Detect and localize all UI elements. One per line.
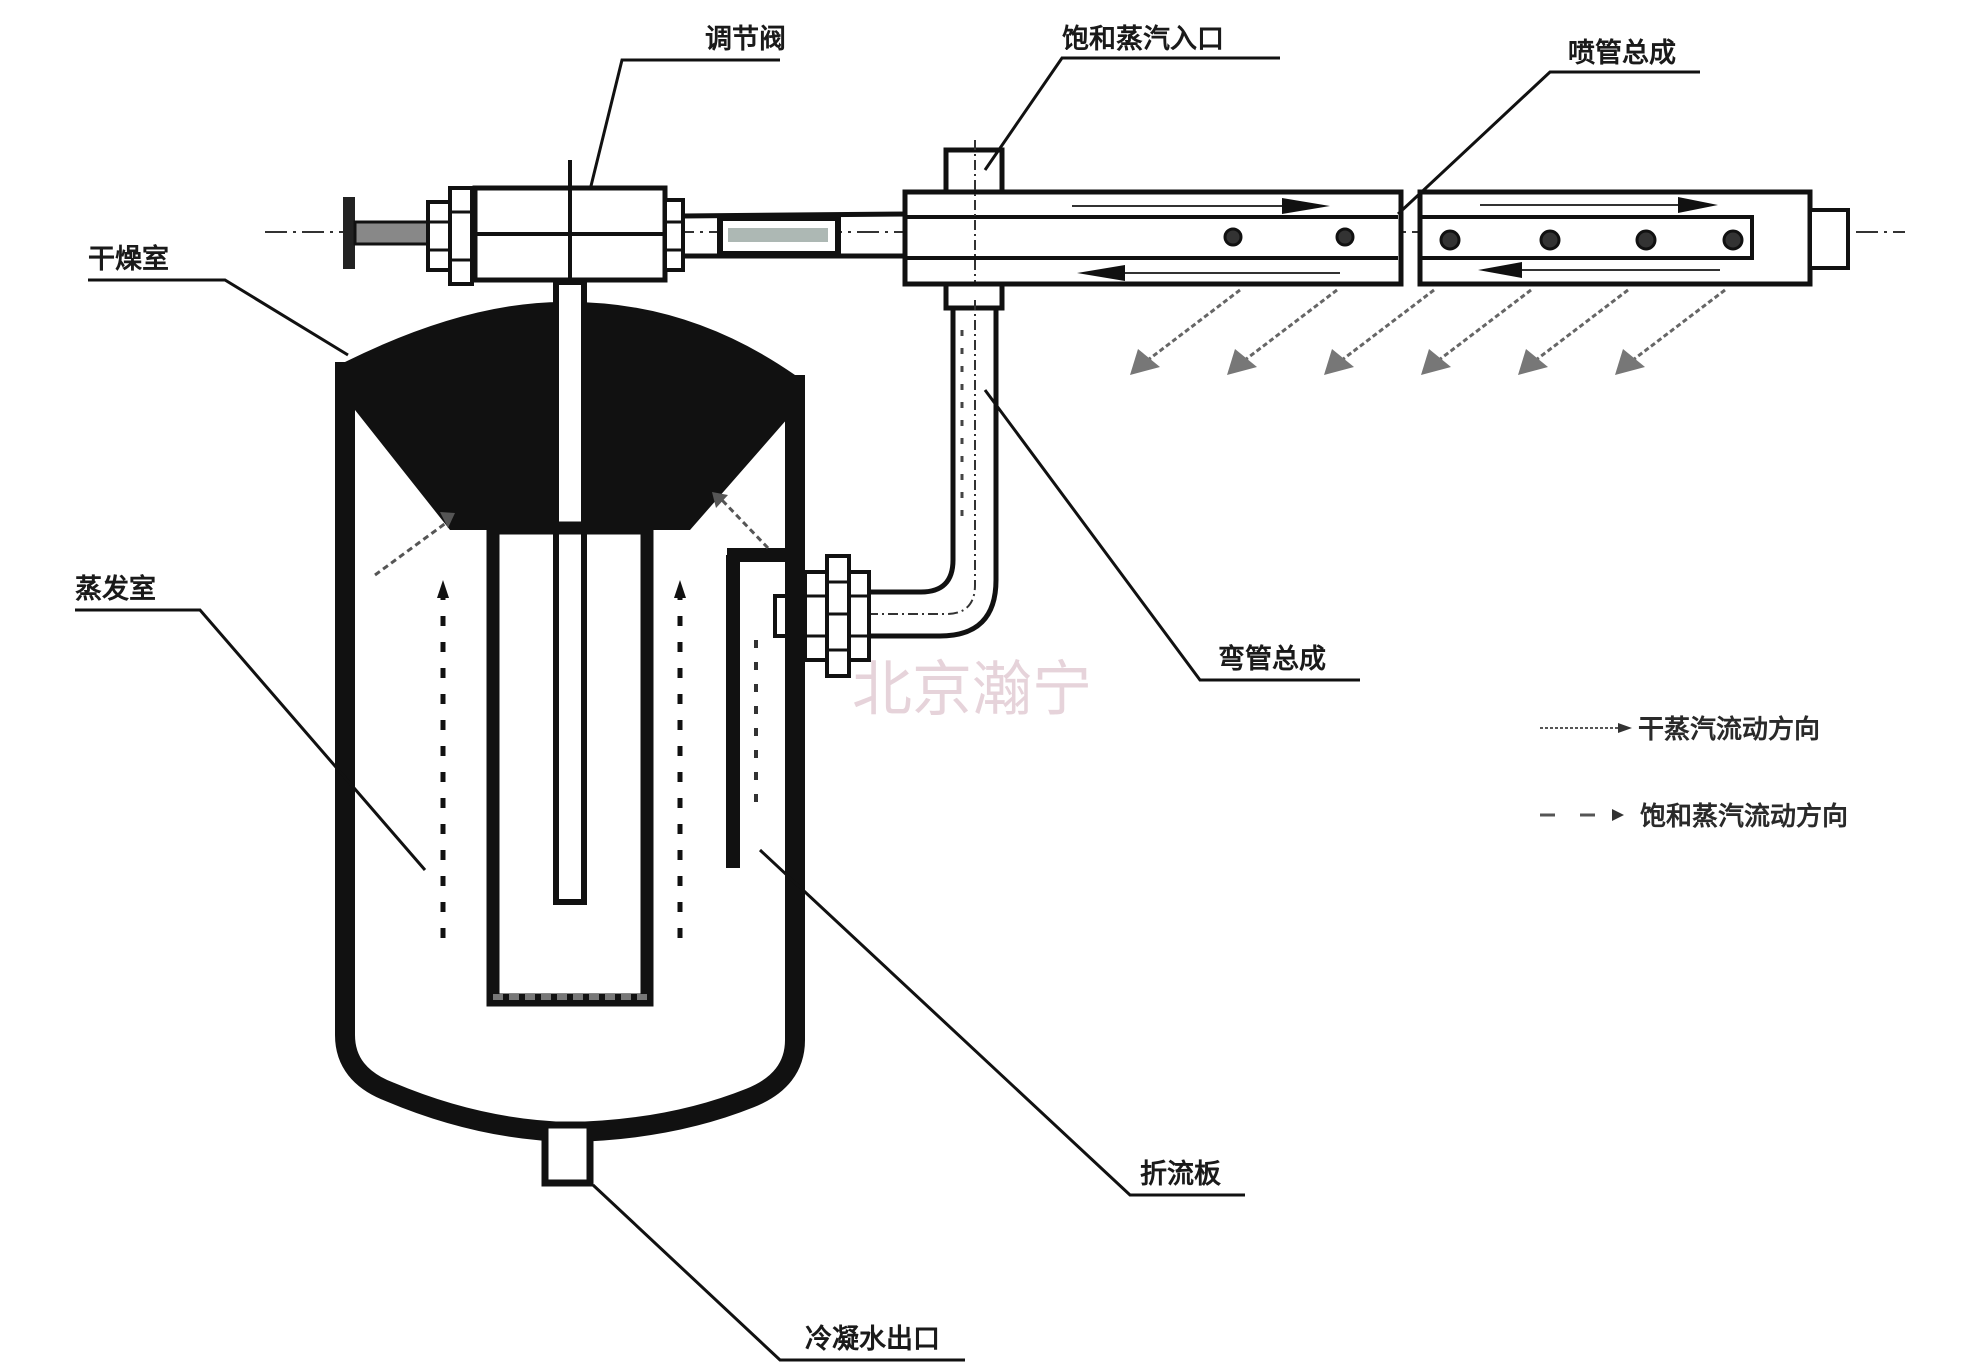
label-regulating-valve: 调节阀 [705,24,786,55]
flow-arrow-right [1678,197,1718,213]
nozzle-hole [1635,229,1657,251]
valve-nut [663,198,685,272]
condensate-outlet-pipe [541,1121,594,1187]
nozzle-hole [1439,229,1461,251]
legend-item-saturated-steam: 饱和蒸汽流动方向 [1540,801,1848,832]
label-saturated-steam-inlet: 饱和蒸汽入口 [1062,24,1224,55]
spray-arrow [1227,288,1338,375]
label-baffle-plate: 折流板 [1140,1159,1221,1190]
valve-handwheel [343,197,355,269]
spray-arrows [1130,288,1726,375]
inner-cup [486,521,654,1007]
elbow-pipe [780,281,1005,639]
spray-arrow [1518,288,1629,375]
label-drying-chamber: 干燥室 [88,243,169,275]
label-nozzle-assembly: 喷管总成 [1568,38,1676,69]
leader-elbow-assembly [983,389,1360,682]
spray-arrow [1421,288,1532,375]
leader-condensate-outlet [591,1183,965,1362]
nozzle-hole [1223,227,1243,247]
leader-evaporation-chamber [75,608,427,871]
leader-drying-chamber [88,278,349,357]
flow-arrow-right [1282,198,1330,214]
nozzle-hole [1335,227,1355,247]
tank [335,279,805,1187]
nozzle-end-cap [1808,208,1850,270]
flow-arrow-left [1077,265,1125,281]
spray-arrow [1130,288,1241,375]
nozzle-header-left [902,140,1404,300]
regulating-valve [343,160,685,300]
nozzle-hole [1722,229,1744,251]
legend-label-dry-steam: 干蒸汽流动方向 [1638,714,1820,745]
valve-stem [353,220,432,246]
nozzle-tube-right [1417,189,1850,287]
watermark: 北京瀚宁 [852,655,1092,725]
legend-label-saturated-steam: 饱和蒸汽流动方向 [1640,801,1848,832]
label-evaporation-chamber: 蒸发室 [75,573,156,605]
legend-item-dry-steam: 干蒸汽流动方向 [1540,714,1820,745]
nozzle-hole [1539,229,1561,251]
spray-arrow [1324,288,1435,375]
valve-nut [426,200,452,272]
label-elbow-assembly: 弯管总成 [1218,643,1326,675]
valve-nut [448,186,474,286]
leader-steam-inlet [983,56,1280,171]
leader-lines [75,56,1700,1362]
legend: 干蒸汽流动方向 饱和蒸汽流动方向 [1540,714,1848,832]
label-condensate-outlet: 冷凝水出口 [805,1324,940,1355]
flow-arrow-left [1478,262,1522,278]
leader-regulating-valve [588,58,780,191]
spray-arrow [1615,288,1726,375]
leader-nozzle-assembly [1396,70,1700,216]
connecting-pipe [682,211,911,259]
baffle-plate [726,548,785,868]
leader-baffle-plate [758,848,1245,1197]
